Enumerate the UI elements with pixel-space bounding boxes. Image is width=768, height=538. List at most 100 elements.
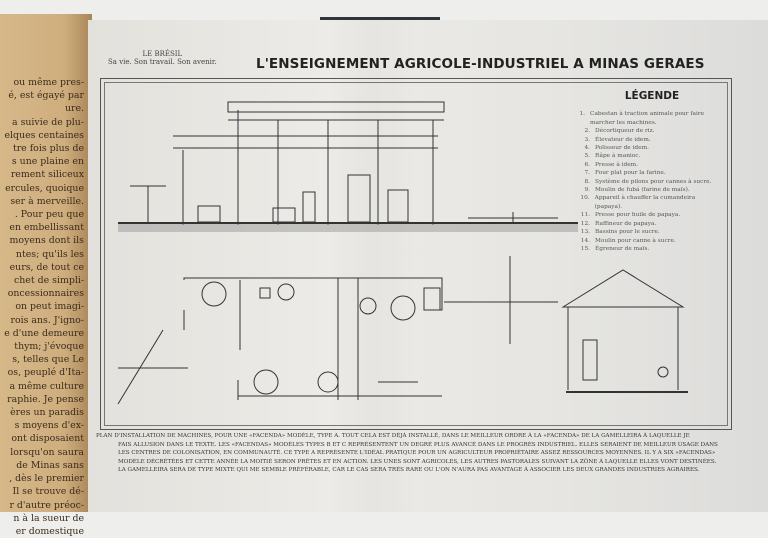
caption-line: les centres de colonisation, en communau…	[118, 450, 716, 457]
legend-item: 7. Four plat pour la farine.	[572, 169, 722, 177]
legend-number: 13.	[580, 229, 590, 236]
legend-number: 10.	[580, 195, 590, 202]
plate-title: L'ENSEIGNEMENT AGRICOLE-INDUSTRIEL A MIN…	[256, 56, 705, 72]
caption-line: La Gamelleira sera de type mixte qui me …	[118, 467, 700, 474]
text-line: ntes; qu'ils les	[15, 248, 84, 260]
text-line: rois ans. J'igno-	[10, 314, 85, 326]
legend-text: Bassins pour le sucre.	[595, 229, 660, 236]
legend-item: 13. Bassins pour le sucre.	[572, 228, 722, 236]
text-line: e d'une demeure	[4, 327, 84, 339]
legend-text: Appareil à chauffer la cumandeira (papay…	[594, 195, 696, 210]
legend-number: 7.	[584, 170, 590, 177]
text-line: ser à merveille.	[10, 195, 84, 207]
text-line: ères un paradis	[10, 407, 84, 419]
legend-number: 2.	[584, 128, 590, 135]
legend-title: LÉGENDE	[624, 90, 680, 102]
foldout-plate: LE BRÉSIL Sa vie. Son travail. Son aveni…	[88, 20, 768, 512]
legend-item: 14. Moulin pour canne à sucre.	[572, 237, 722, 245]
legend-text: Moulin pour canne à sucre.	[595, 237, 676, 244]
book-subtitle: Sa vie. Son travail. Son avenir.	[108, 58, 217, 66]
legend-text: Presse à idem.	[595, 161, 638, 168]
drawing-frame-inner	[104, 82, 728, 426]
drawing-frame	[100, 78, 732, 430]
text-line: er domestique	[15, 525, 84, 537]
legend-item: 11. Presse pour huile de papaya.	[572, 211, 722, 219]
running-header: LE BRÉSIL Sa vie. Son travail. Son aveni…	[108, 50, 217, 66]
book-title: LE BRÉSIL	[142, 50, 183, 58]
text-line: rement siliceux	[10, 169, 84, 181]
legend-number: 12.	[580, 220, 590, 227]
caption-line: Plan d'installation de machines, pour un…	[96, 433, 690, 439]
text-line: lorsqu'on saura	[10, 446, 84, 458]
caption-line: modèle décrétées et cette année la moiti…	[118, 458, 717, 465]
caption-line: fais allusion dans le texte. Les «Facend…	[118, 441, 718, 448]
text-line: tre fois plus de	[12, 143, 84, 155]
legend-number: 4.	[584, 145, 590, 152]
legend-item: 4. Polisseur de idem.	[572, 144, 722, 152]
text-line: moyens dont ils	[9, 235, 84, 247]
legend-text: Presse pour huile de papaya.	[595, 212, 681, 219]
legend-number: 3.	[584, 136, 590, 143]
text-line: on peut imagi-	[15, 301, 84, 313]
legend-text: Système de pilons pour cannes à sucre.	[595, 178, 712, 185]
text-line: thym; j'évoque	[14, 341, 84, 353]
plate-caption: Plan d'installation de machines, pour un…	[88, 432, 738, 475]
text-line: raphie. Je pense	[7, 393, 84, 405]
text-line: a suivie de plu-	[12, 116, 84, 128]
text-line: Il se trouve dé-	[12, 486, 85, 498]
legend: LÉGENDE 1. Cabestan à traction animale po…	[572, 90, 722, 253]
text-line: oncessionnaires	[7, 288, 84, 300]
text-line: r d'autre préoc-	[9, 499, 84, 511]
legend-item: 15. Égreneur de maïs.	[572, 245, 722, 253]
legend-number: 8.	[584, 178, 590, 185]
legend-number: 11.	[580, 212, 590, 219]
legend-text: Décortiqueur de riz.	[595, 128, 655, 135]
text-line: s moyens d'ex-	[14, 420, 84, 432]
legend-text: Moulin de fubá (farine de maïs).	[595, 187, 690, 194]
text-line: ercules, quoique	[5, 182, 84, 194]
legend-item: 9. Moulin de fubá (farine de maïs).	[572, 186, 722, 194]
text-line: eurs, de tout ce	[9, 261, 84, 273]
section-view	[561, 269, 688, 393]
legend-item: 10. Appareil à chauffer la cumandeira (pa…	[572, 194, 722, 211]
legend-text: Élevateur de idem.	[595, 136, 651, 143]
machinery-drawing	[117, 101, 688, 405]
text-line: s, telles que Le	[12, 354, 84, 366]
text-line: ure.	[64, 103, 84, 115]
legend-text: Four plat pour la farine.	[595, 170, 666, 177]
legend-item: 2. Décortiqueur de riz.	[572, 127, 722, 135]
legend-text: Égreneur de maïs.	[595, 245, 650, 252]
legend-item: 1. Cabestan à traction animale pour faire…	[572, 110, 722, 127]
text-line: elques centaines	[4, 129, 84, 141]
legend-number: 14.	[580, 237, 590, 244]
plan-view	[117, 256, 558, 405]
text-line: n à la sueur de	[13, 512, 84, 524]
legend-item: 12.Raffineur de papaya.	[572, 220, 722, 228]
text-line: s une plaine en	[11, 156, 84, 168]
legend-number: 6.	[584, 161, 590, 168]
legend-number: 9.	[584, 187, 590, 194]
legend-text: Cabestan à traction animale pour faire m…	[590, 111, 705, 126]
legend-item: 5. Râpe à manioc.	[572, 152, 722, 160]
text-line: , dès le premier	[9, 473, 84, 485]
text-line: ont disposaient	[11, 433, 84, 445]
legend-number: 15.	[580, 245, 590, 252]
legend-item: 3. Élevateur de idem.	[572, 136, 722, 144]
text-line: . Pour peu que	[14, 209, 84, 221]
legend-text: Polisseur de idem.	[595, 145, 649, 152]
text-line: chet de simpli-	[14, 275, 84, 287]
text-line: é, est égayé par	[8, 90, 84, 102]
text-line: ou même pres-	[13, 77, 84, 88]
legend-item: 8. Système de pilons pour cannes à sucre.	[572, 178, 722, 186]
text-line: a même culture	[9, 380, 84, 392]
legend-item: 6. Presse à idem.	[572, 161, 722, 169]
legend-number: 1.	[579, 111, 586, 118]
text-line: en embellissant	[9, 222, 84, 234]
legend-number: 5.	[584, 153, 590, 160]
text-line: os, peuplé d'Ita-	[7, 367, 84, 379]
elevation-view	[118, 101, 578, 232]
legend-text: Râpe à manioc.	[595, 153, 641, 160]
text-line: de Minas sans	[16, 459, 84, 471]
